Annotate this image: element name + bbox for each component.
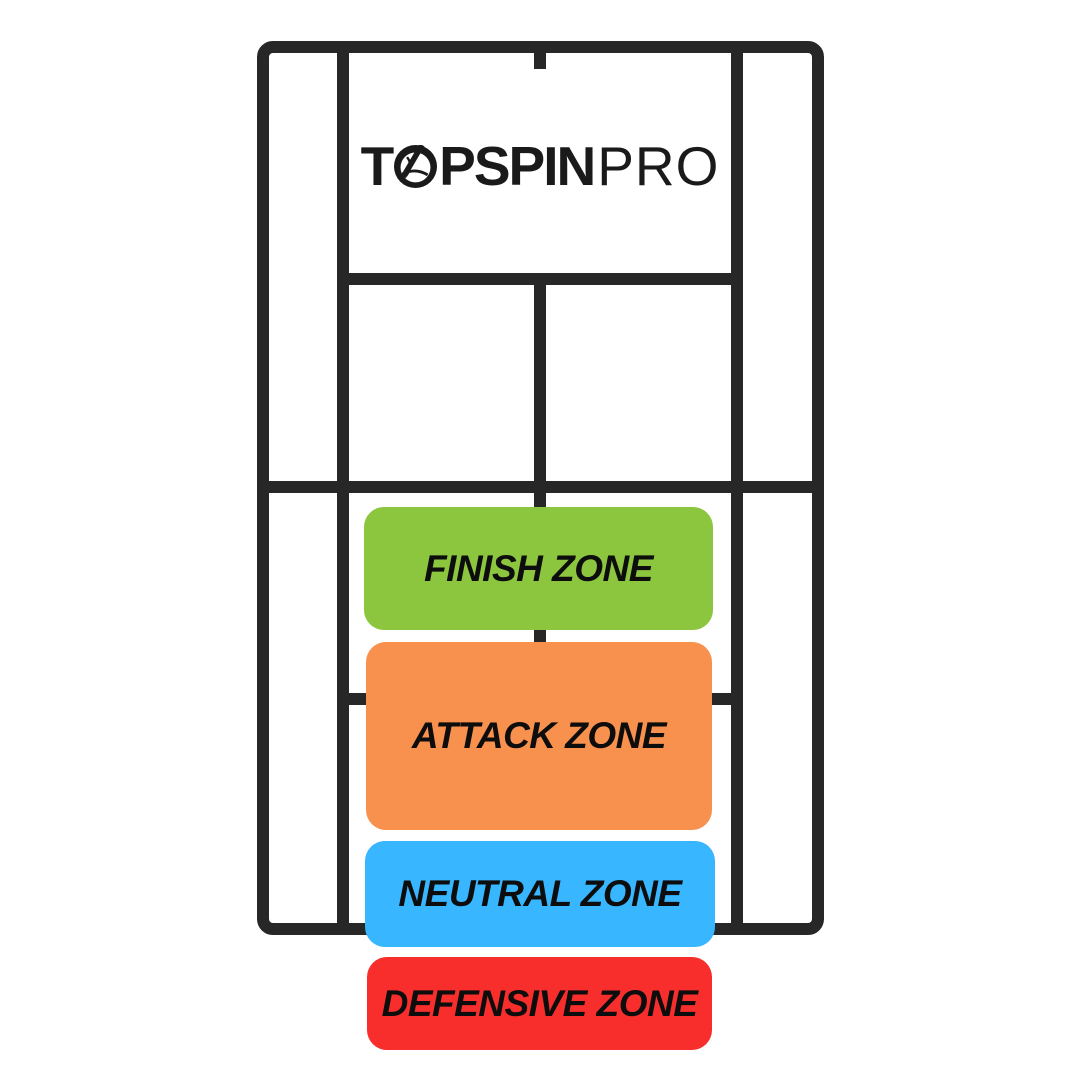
zone-neutral-label: NEUTRAL ZONE <box>398 873 682 914</box>
zone-neutral: NEUTRAL ZONE <box>365 841 715 947</box>
baseline-center-mark <box>534 48 546 69</box>
logo-text-pro: PRO <box>597 134 720 197</box>
zone-finish-label: FINISH ZONE <box>424 547 653 589</box>
zone-defensive: DEFENSIVE ZONE <box>367 957 712 1050</box>
zone-attack: ATTACK ZONE <box>366 642 712 830</box>
logo-text-pspin: PSPIN <box>439 134 596 197</box>
zone-attack-label: ATTACK ZONE <box>411 715 667 756</box>
logo-text-t: T <box>360 134 395 197</box>
zone-defensive-label: DEFENSIVE ZONE <box>381 982 698 1024</box>
tennis-ball-icon <box>394 144 438 188</box>
topspinpro-logo: T PSPIN PRO <box>0 134 1080 198</box>
center-service-line <box>534 279 546 700</box>
zone-finish: FINISH ZONE <box>364 507 713 630</box>
